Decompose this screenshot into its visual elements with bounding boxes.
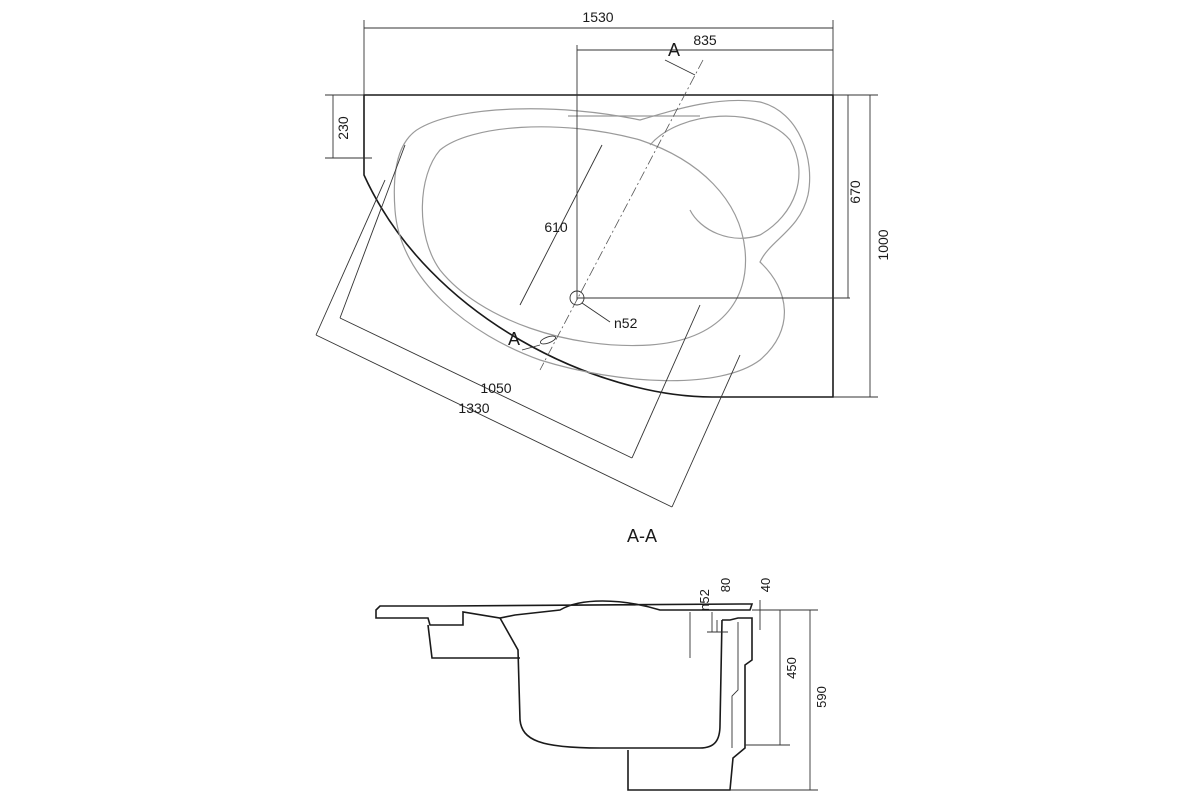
- ext-line: [339, 144, 406, 319]
- dim-230-label: 230: [335, 116, 351, 140]
- section-left-skirt: [427, 624, 520, 659]
- dim-line-1330: [315, 334, 673, 508]
- dim-line-610: [519, 144, 603, 306]
- tub-rim-outline: [393, 99, 811, 382]
- section-rim: [375, 600, 754, 626]
- tub-outer-contour: [363, 94, 834, 398]
- ext-line: [315, 179, 386, 336]
- section-marker-bottom: A: [508, 329, 520, 349]
- section-line-a: [539, 59, 704, 371]
- basin-outline: [421, 126, 747, 347]
- drain-leader: [581, 302, 611, 323]
- dim-1530-label: 1530: [582, 9, 613, 25]
- dim-590-label: 590: [814, 686, 829, 708]
- section-arrow-bottom: [521, 344, 541, 351]
- section-title: A-A: [627, 526, 657, 546]
- section-inner-wall: [731, 622, 739, 748]
- dim-835-label: 835: [693, 32, 717, 48]
- dim-450-label: 450: [784, 657, 799, 679]
- section-arrow-top: [664, 59, 696, 76]
- dim-1330-label: 1330: [458, 400, 489, 416]
- section-marker-top: A: [668, 40, 680, 60]
- dim-1050-label: 1050: [480, 380, 511, 396]
- dim-1000-label: 1000: [875, 229, 891, 260]
- seat-circle: [649, 115, 800, 239]
- section-right-wall: [627, 617, 753, 791]
- dim-line-1050: [339, 317, 633, 459]
- drain-label: n52: [614, 315, 638, 331]
- dim-40-label: 40: [758, 578, 773, 592]
- section-view: A-A n52 80 40 450 590: [375, 526, 829, 791]
- dim-80-label: 80: [718, 578, 733, 592]
- section-drain-label: n52: [697, 589, 712, 611]
- section-basin: [499, 617, 723, 749]
- dim-670-label: 670: [847, 180, 863, 204]
- ext-line: [631, 304, 701, 459]
- dim-610-label: 610: [544, 219, 568, 235]
- plan-view: 1530 835 A 230 670 1000 610 n52 A 1: [315, 9, 891, 508]
- overflow-slot: [539, 335, 557, 345]
- drain-hole: [569, 290, 585, 306]
- ext-line: [671, 354, 741, 508]
